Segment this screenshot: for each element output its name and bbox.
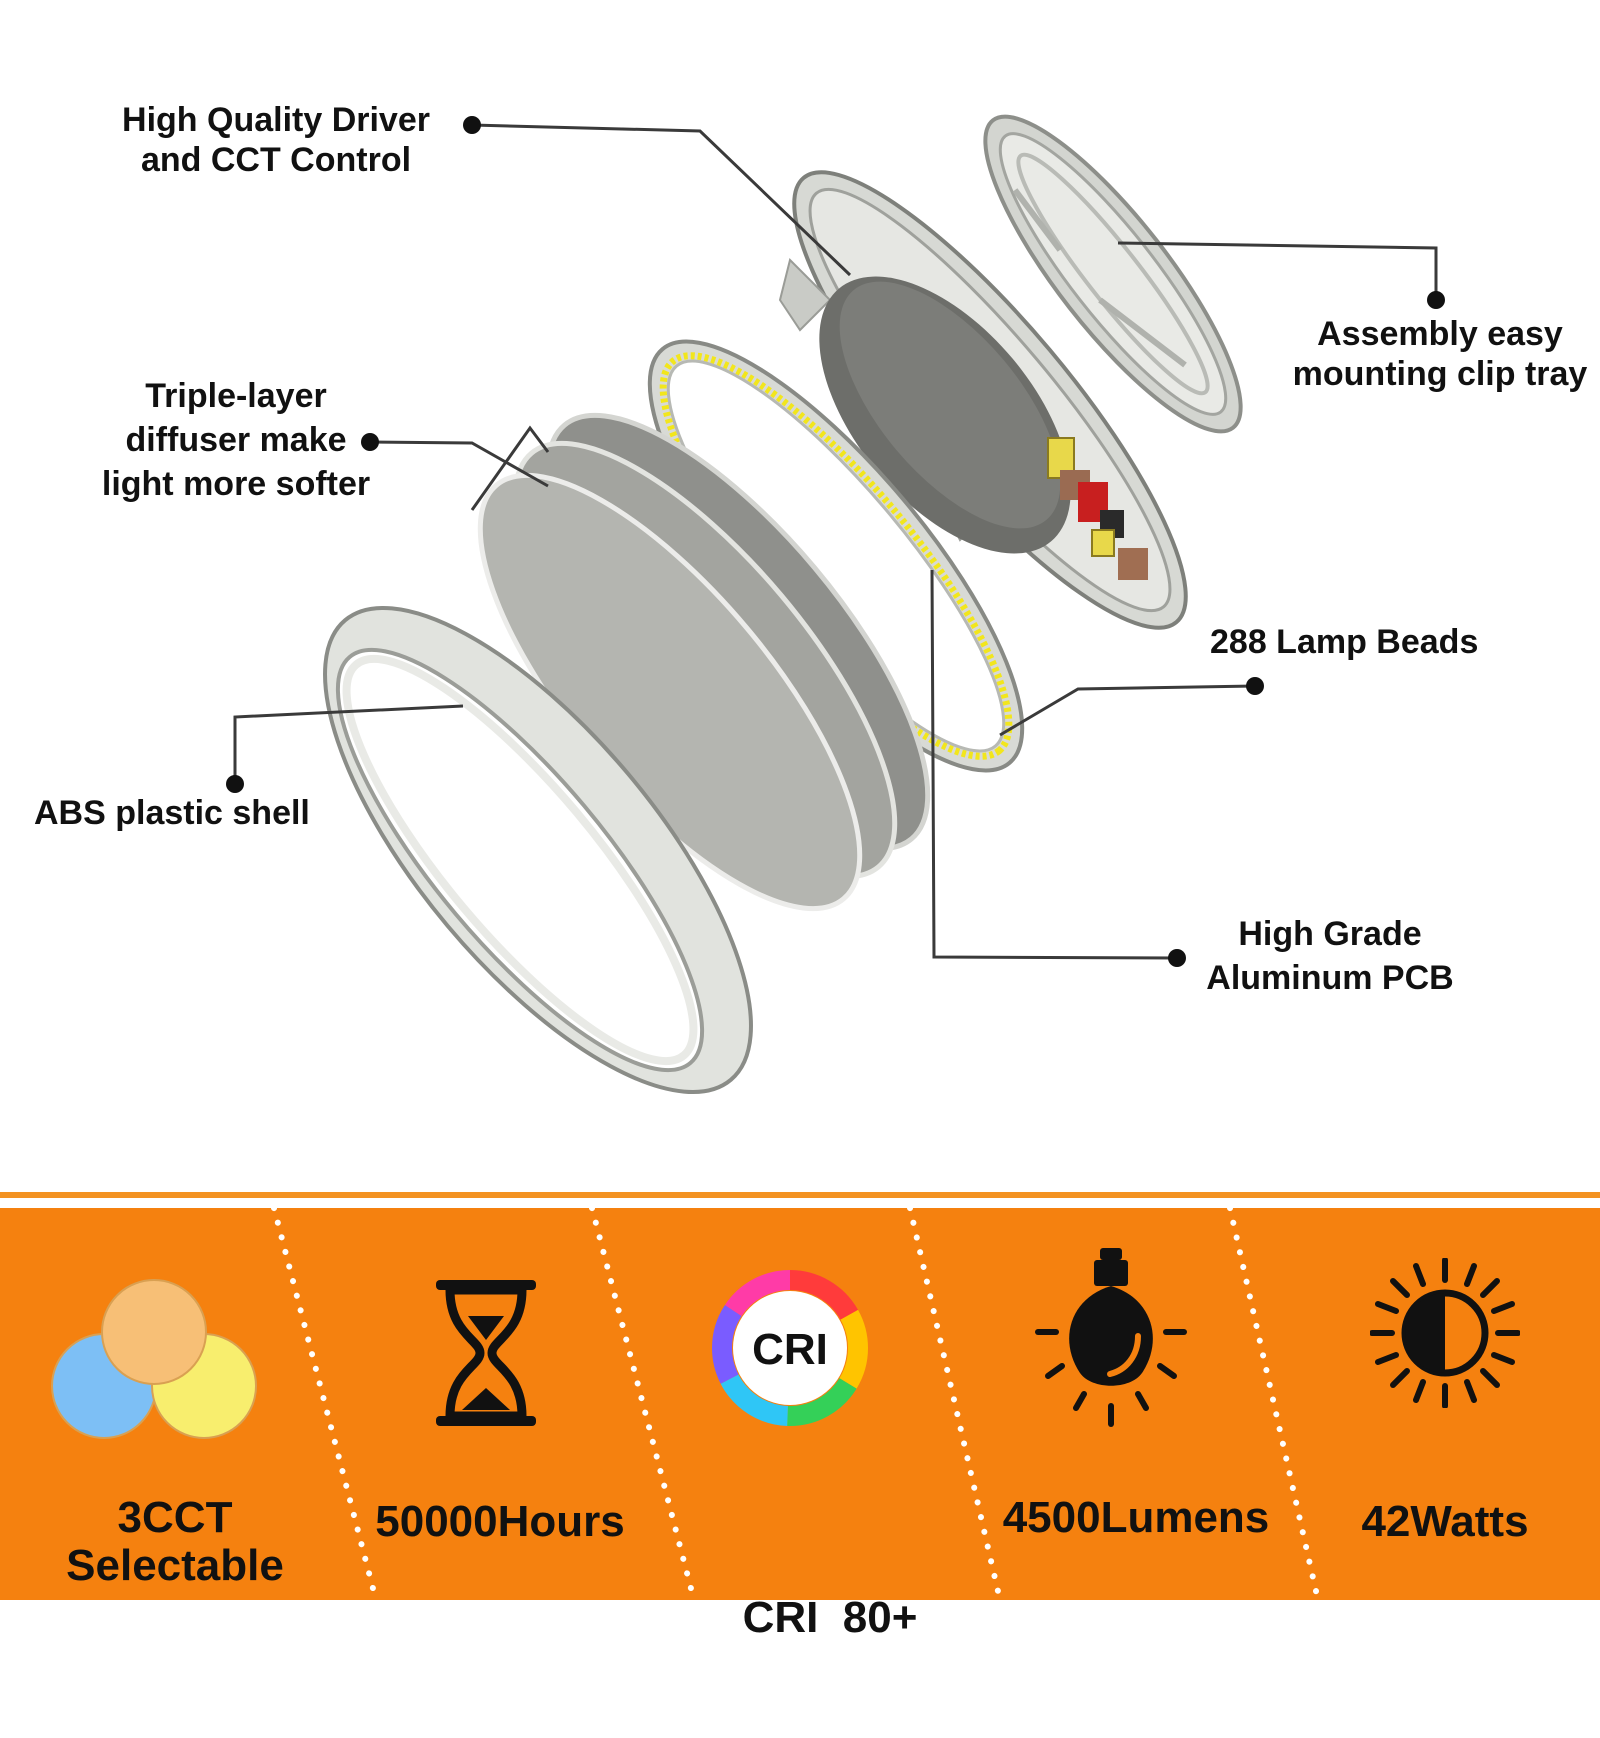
feature-hours-label-line-1: 50000Hours (375, 1497, 625, 1546)
callout-pcb-line-1: High Grade (1238, 915, 1422, 953)
feature-lumens-label: 4500Lumens (996, 1494, 1276, 1542)
callout-diffuser-line-1: Triple-layer (145, 377, 327, 415)
callout-shell: ABS plastic shell (34, 793, 364, 833)
exploded-light-diagram (226, 114, 1445, 1095)
feature-hours: 50000Hours (330, 1208, 650, 1600)
callout-clip-tray: Assembly easy mounting clip tray (1285, 314, 1595, 394)
feature-lumens: 4500Lumens (990, 1208, 1310, 1600)
feature-watts-label: 42Watts (1320, 1498, 1570, 1546)
sun-brightness-icon (1370, 1258, 1520, 1408)
clip-tray-part (983, 114, 1243, 434)
section-divider (0, 1192, 1600, 1198)
callout-diffuser: Triple-layer diffuser make light more so… (76, 374, 396, 506)
abs-shell-part (323, 605, 753, 1095)
callout-lamp-beads: 288 Lamp Beads (1210, 622, 1530, 662)
feature-lumens-label-line-1: 4500Lumens (1002, 1493, 1270, 1542)
feature-watts: 42Watts (1310, 1208, 1600, 1600)
callout-pcb: High Grade Aluminum PCB (1185, 912, 1475, 1000)
diffuser-layers-part (477, 412, 931, 912)
callout-diffuser-line-2: diffuser make (125, 421, 347, 459)
callout-pcb-line-2: Aluminum PCB (1206, 959, 1454, 997)
callout-lamp-beads-line-1: 288 Lamp Beads (1210, 623, 1479, 661)
feature-cri-label-line-1: CRI 80+ (742, 1593, 918, 1642)
feature-3cct-label-line-1: 3CCT (117, 1493, 233, 1542)
feature-band: 3CCT Selectable 50000Hours CRI C (0, 1208, 1600, 1642)
driver-housing-part (778, 170, 1188, 630)
callout-clip-tray-line-1: Assembly easy (1317, 315, 1563, 353)
light-bulb-icon (1035, 1248, 1187, 1427)
leader-lines (233, 123, 1438, 960)
callout-clip-tray-line-2: mounting clip tray (1292, 355, 1588, 393)
three-color-circles-icon (51, 1279, 257, 1439)
callout-driver: High Quality Driver and CCT Control (96, 100, 456, 180)
feature-cri: CRI CRI 80+ (660, 1208, 980, 1642)
feature-hours-label: 50000Hours (370, 1498, 630, 1546)
feature-cri-label: CRI 80+ (720, 1498, 940, 1738)
leader-dots (226, 116, 1445, 967)
feature-3cct-label: 3CCT Selectable (20, 1494, 330, 1590)
callout-shell-line-1: ABS plastic shell (34, 794, 310, 832)
exploded-view-area: High Quality Driver and CCT Control Asse… (34, 100, 1595, 1095)
feature-3cct: 3CCT Selectable (0, 1208, 320, 1600)
callout-diffuser-line-3: light more softer (101, 465, 371, 503)
hourglass-icon (436, 1280, 536, 1426)
cri-ring-icon: CRI (712, 1270, 868, 1426)
callout-driver-line-1: High Quality Driver (122, 101, 430, 139)
feature-3cct-label-line-2: Selectable (66, 1541, 284, 1590)
dotted-separators (271, 1208, 1321, 1600)
callout-driver-line-2: and CCT Control (140, 141, 412, 179)
cri-icon-text: CRI (752, 1325, 828, 1374)
feature-watts-label-line-1: 42Watts (1361, 1497, 1529, 1546)
